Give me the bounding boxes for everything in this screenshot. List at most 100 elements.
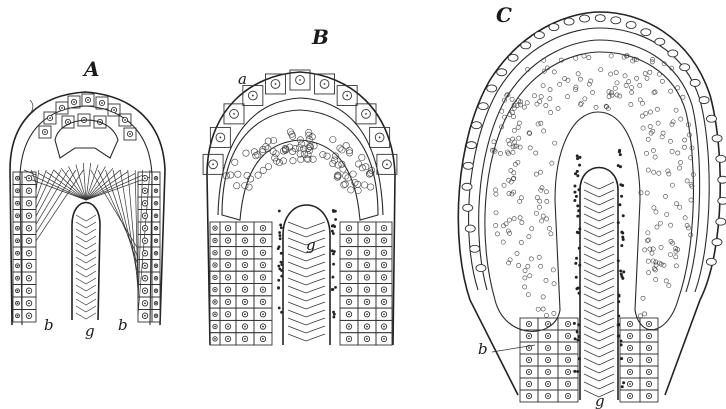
granule bbox=[537, 255, 541, 259]
pigment-granule bbox=[280, 252, 283, 255]
pigment-granule bbox=[334, 218, 337, 221]
granule bbox=[643, 248, 647, 252]
cell-nucleolus bbox=[155, 277, 157, 279]
pigment-granule bbox=[578, 292, 581, 295]
granule bbox=[509, 168, 513, 172]
granule bbox=[359, 154, 365, 160]
fiber bbox=[86, 163, 91, 200]
pigment-granule bbox=[618, 149, 621, 152]
granule bbox=[574, 56, 578, 60]
granule bbox=[670, 149, 674, 153]
pigment-granule bbox=[576, 174, 579, 177]
granule bbox=[227, 172, 233, 178]
granule bbox=[526, 293, 530, 297]
shaft-hatch bbox=[584, 270, 614, 277]
granule bbox=[526, 264, 530, 268]
pigment-granule bbox=[621, 184, 624, 187]
cell-nucleolus bbox=[262, 313, 264, 315]
pigment-granule bbox=[278, 210, 281, 213]
pigment-granule bbox=[334, 286, 337, 289]
cell-nucleolus bbox=[214, 289, 216, 291]
granule bbox=[587, 56, 591, 60]
wall-cell bbox=[655, 38, 665, 45]
cell-nucleolus bbox=[129, 133, 131, 135]
granule bbox=[630, 90, 634, 94]
shaft-hatch bbox=[76, 306, 96, 312]
panel-b-crescent-cells bbox=[223, 129, 375, 194]
granule bbox=[518, 199, 522, 203]
cell-nucleolus bbox=[28, 202, 30, 204]
granule bbox=[507, 191, 511, 195]
granule bbox=[500, 109, 504, 113]
granule bbox=[645, 76, 649, 80]
pigment-granule bbox=[577, 287, 580, 290]
cell-nucleolus bbox=[648, 323, 650, 325]
granule bbox=[542, 129, 546, 133]
shaft-hatch bbox=[584, 182, 614, 189]
cell-nucleolus bbox=[144, 265, 146, 267]
shaft-hatch bbox=[76, 292, 96, 298]
shaft-hatch bbox=[288, 302, 325, 309]
granule bbox=[541, 214, 545, 218]
cell-nucleolus bbox=[214, 326, 216, 328]
granule bbox=[337, 145, 343, 151]
cell-nucleolus bbox=[227, 276, 229, 278]
granule bbox=[548, 110, 552, 114]
pigment-granule bbox=[278, 245, 281, 248]
granule bbox=[558, 82, 562, 86]
granule bbox=[290, 158, 296, 164]
cell-nucleolus bbox=[155, 190, 157, 192]
granule bbox=[519, 240, 523, 244]
wall-cell bbox=[611, 17, 621, 24]
granule bbox=[676, 86, 680, 90]
cell-nucleolus bbox=[244, 240, 246, 242]
granule bbox=[653, 268, 657, 272]
cell-nucleolus bbox=[383, 289, 385, 291]
cell-nucleolus bbox=[17, 265, 19, 267]
granule bbox=[534, 151, 538, 155]
pigment-granule bbox=[578, 247, 581, 250]
pigment-granule bbox=[620, 343, 623, 346]
granule bbox=[492, 140, 496, 144]
wall-cell bbox=[471, 122, 481, 129]
cell-nucleolus bbox=[348, 227, 350, 229]
shaft-hatch bbox=[584, 342, 614, 349]
shaft-hatch bbox=[288, 270, 325, 277]
granule bbox=[541, 295, 545, 299]
granule bbox=[650, 251, 654, 255]
cell-nucleolus bbox=[629, 347, 631, 349]
granule bbox=[615, 93, 619, 97]
cell-nucleolus bbox=[244, 301, 246, 303]
wall-cell bbox=[462, 183, 472, 190]
granule bbox=[232, 159, 238, 165]
granule bbox=[527, 235, 531, 239]
pigment-granule bbox=[573, 184, 576, 187]
pigment-granule bbox=[621, 385, 624, 388]
cell-nucleolus bbox=[528, 323, 530, 325]
cell-nucleolus bbox=[244, 276, 246, 278]
shaft-hatch bbox=[288, 334, 325, 341]
pigment-granule bbox=[576, 231, 579, 234]
shaft-hatch bbox=[584, 334, 614, 341]
granule bbox=[683, 216, 687, 220]
panel-b-pigment-granules bbox=[277, 209, 337, 318]
pigment-granule bbox=[577, 209, 580, 212]
panel-c-part-g: g bbox=[595, 392, 605, 409]
cell-nucleolus bbox=[227, 289, 229, 291]
cell-nucleolus bbox=[648, 383, 650, 385]
granule bbox=[646, 231, 650, 235]
cell-nucleolus bbox=[262, 264, 264, 266]
granule bbox=[670, 122, 674, 126]
granule bbox=[355, 187, 361, 193]
cell-nucleolus bbox=[299, 79, 301, 81]
shaft-hatch bbox=[288, 310, 325, 317]
pigment-granule bbox=[578, 156, 581, 159]
granule bbox=[659, 245, 663, 249]
shaft-hatch bbox=[76, 243, 96, 249]
wall-cell bbox=[680, 64, 690, 71]
cell-nucleolus bbox=[348, 240, 350, 242]
granule bbox=[544, 278, 548, 282]
pigment-granule bbox=[576, 154, 579, 157]
wall-cell bbox=[716, 155, 726, 162]
